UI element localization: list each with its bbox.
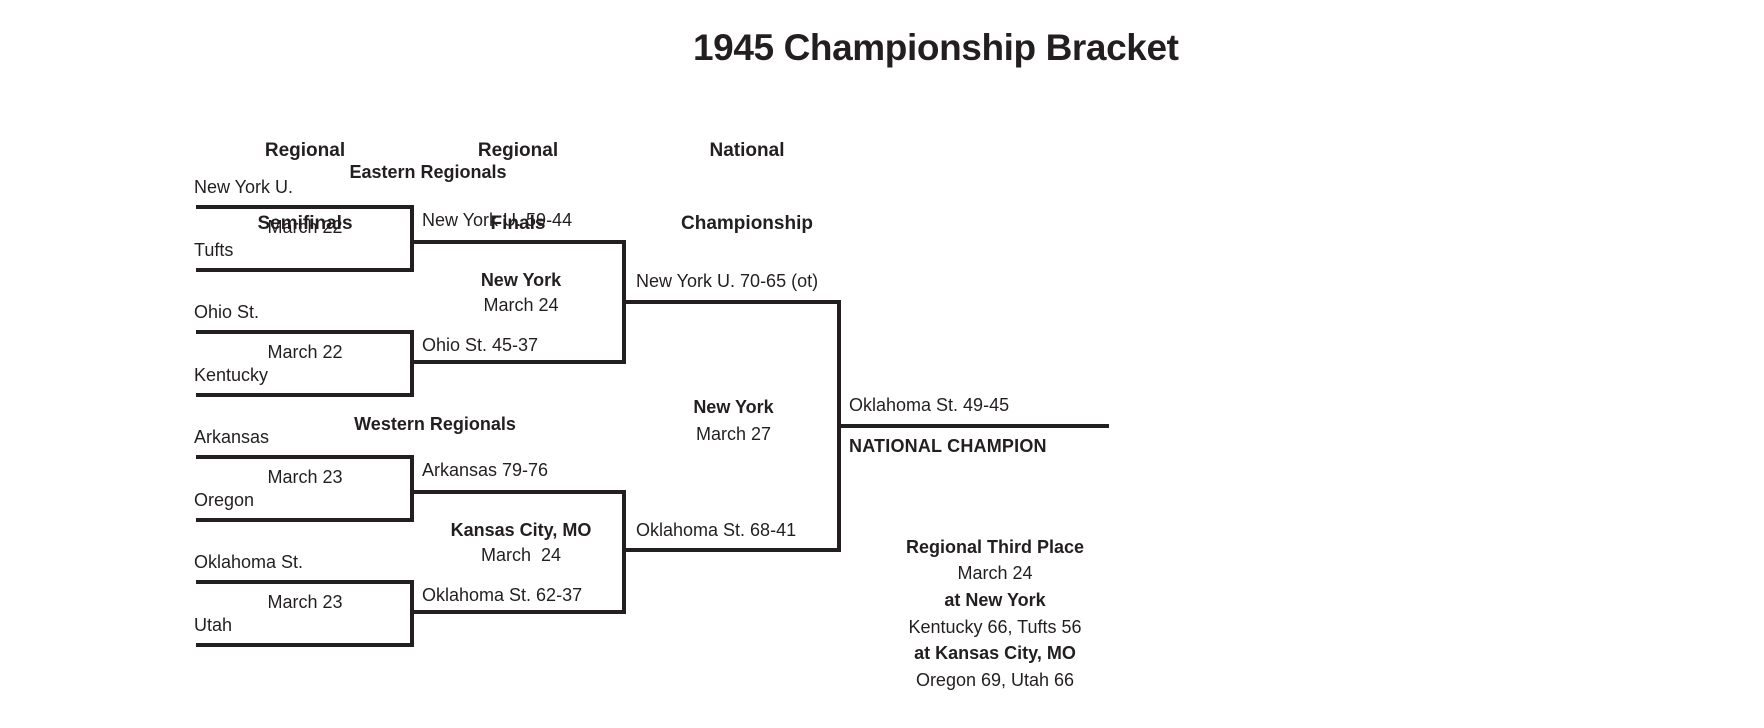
eastern-final-bottom-line [412,360,626,364]
column-header-national-championship: National Championship [632,90,862,285]
semifinal-3-bottom-team: Oregon [194,490,255,510]
eastern-final-date: March 24 [483,295,559,315]
column-header-line1: Regional [264,139,346,161]
semifinal-2-bottom-line [196,393,414,397]
championship-bottom-line [624,548,841,552]
semifinal-4-bottom-line [196,643,414,647]
semifinal-1-date: March 22 [267,217,343,237]
national-champion-result: Oklahoma St. 49-45 [849,395,1010,415]
column-header-line2: Semifinals [257,212,353,234]
column-header-line2: Championship [681,212,813,234]
semifinal-4-result: Oklahoma St. 62-37 [422,585,583,605]
western-final-site: Kansas City, MO [450,520,592,540]
semifinal-1-bottom-line [196,268,414,272]
semifinal-4-top-team: Oklahoma St. [194,552,304,572]
semifinal-3-result: Arkansas 79-76 [422,460,549,480]
championship-date: March 27 [695,424,772,444]
western-final-top-line [412,490,626,494]
semifinal-1-bottom-team: Tufts [194,240,234,260]
column-header-line1: Regional [477,139,559,161]
championship-site: New York [693,397,774,417]
semifinal-3-date: March 23 [267,467,343,487]
column-header-regional-finals: Regional Finals [418,90,618,285]
third-place-game-2-site: at Kansas City, MO [914,643,1076,663]
semifinal-1-result: New York U. 59-44 [422,210,573,230]
semifinal-3-connector [410,455,414,522]
semifinal-4-bottom-team: Utah [194,615,233,635]
championship-top-line [624,300,841,304]
semifinal-4-top-line [196,580,414,584]
column-header-regional-semifinals: Regional Semifinals [205,90,405,285]
semifinal-4-date: March 23 [267,592,343,612]
semifinal-2-date: March 22 [267,342,343,362]
semifinal-2-result: Ohio St. 45-37 [422,335,539,355]
semifinal-2-top-team: Ohio St. [194,302,260,322]
semifinal-2-top-line [196,330,414,334]
region-label-western: Western Regionals [354,414,516,434]
national-champion-label: NATIONAL CHAMPION [849,436,1047,456]
eastern-final-site: New York [480,270,562,290]
semifinal-3-top-line [196,455,414,459]
region-label-eastern: Eastern Regionals [349,162,507,182]
column-header-line2: Finals [490,212,546,234]
semifinal-1-top-team: New York U. [194,177,294,197]
third-place-game-1-result: Kentucky 66, Tufts 56 [908,617,1082,637]
eastern-final-top-line [412,240,626,244]
semifinal-3-bottom-line [196,518,414,522]
third-place-heading: Regional Third Place [905,537,1085,557]
third-place-date: March 24 [957,563,1033,583]
third-place-game-1-site: at New York [944,590,1046,610]
semifinal-2-bottom-team: Kentucky [194,365,269,385]
eastern-final-result: New York U. 70-65 (ot) [636,271,819,291]
column-header-line1: National [709,139,785,161]
western-final-connector [622,490,626,614]
western-final-bottom-line [412,610,626,614]
semifinal-1-connector [410,205,414,272]
western-final-result: Oklahoma St. 68-41 [636,520,797,540]
semifinal-1-top-line [196,205,414,209]
national-champion-line [839,424,1109,428]
page-title: 1945 Championship Bracket [693,27,1179,68]
semifinal-3-top-team: Arkansas [194,427,270,447]
third-place-game-2-result: Oregon 69, Utah 66 [915,670,1075,690]
western-final-date: March 24 [480,545,562,565]
